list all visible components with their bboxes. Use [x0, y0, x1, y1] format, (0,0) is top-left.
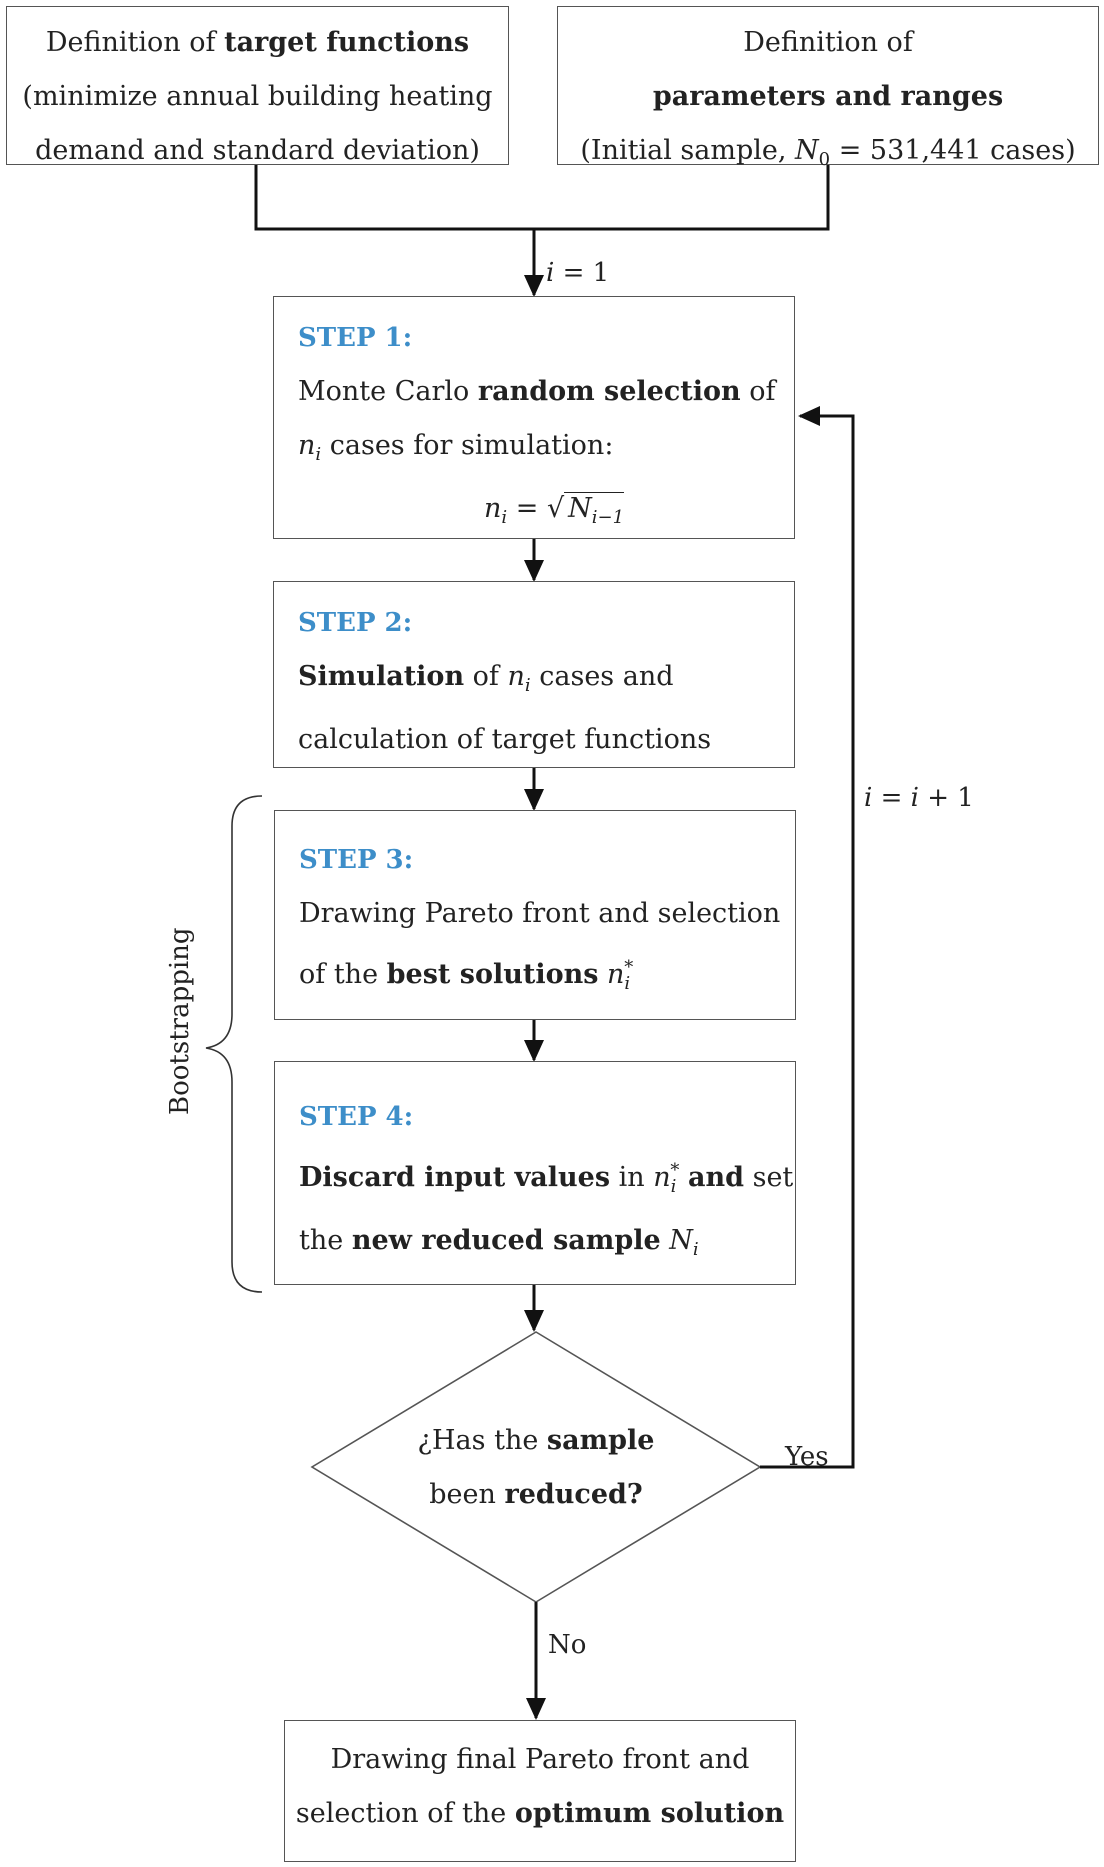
- text-segment: cases for simulation:: [321, 430, 614, 461]
- parameters-line3: (Initial sample, N0 = 531,441 cases): [558, 124, 1098, 187]
- text-segment: selection of the: [295, 1798, 515, 1829]
- step1-title: STEP 1:: [298, 323, 413, 353]
- text-segment: (Initial sample,: [580, 135, 796, 166]
- step1-box: STEP 1: Monte Carlo random selection of …: [273, 296, 795, 539]
- math-eq: = 531,441: [830, 135, 982, 166]
- math-var: n: [507, 661, 525, 692]
- init-label: i = 1: [546, 258, 609, 288]
- step2-title: STEP 2:: [298, 608, 413, 638]
- math-sup: *: [624, 957, 634, 978]
- math-var: n: [298, 430, 316, 461]
- text-bold: Simulation: [298, 661, 465, 692]
- text-bold: new reduced sample: [351, 1225, 661, 1256]
- text-segment: in: [610, 1162, 654, 1193]
- step3-line2: of the best solutions ni*: [299, 941, 795, 1011]
- text-bold: parameters and ranges: [652, 81, 1004, 112]
- math-var: i: [864, 783, 873, 813]
- math-sup: *: [670, 1160, 680, 1181]
- text-bold: target functions: [224, 27, 470, 58]
- step2-line1: Simulation of ni cases and: [298, 650, 794, 713]
- target-functions-box: Definition of target functions (minimize…: [6, 6, 509, 166]
- step4-box: STEP 4: Discard input values in ni* and …: [274, 1061, 796, 1285]
- text-segment: been: [429, 1479, 505, 1510]
- loop-increment-label: i = i + 1: [864, 783, 974, 813]
- math-var: n: [607, 959, 625, 990]
- target-functions-line3: demand and standard deviation): [35, 135, 480, 166]
- bootstrapping-brace: [205, 795, 263, 1293]
- step1-formula: ni = √Ni−1: [484, 492, 625, 528]
- text-segment: the: [299, 1225, 352, 1256]
- text-bold: best solutions: [386, 959, 599, 990]
- math-eq: =: [507, 493, 547, 524]
- text-segment: cases): [981, 135, 1076, 166]
- step3-line1: Drawing Pareto front and selection: [299, 898, 781, 929]
- step2-line2: calculation of target functions: [298, 724, 712, 755]
- text-segment: of: [464, 661, 508, 692]
- sqrt-radicand: Ni−1: [564, 492, 625, 528]
- step4-title: STEP 4:: [299, 1102, 414, 1132]
- math-var: N: [795, 135, 819, 166]
- final-line2: selection of the optimum solution: [285, 1787, 795, 1841]
- step3-title: STEP 3:: [299, 845, 414, 875]
- parameters-line2: parameters and ranges: [558, 70, 1098, 124]
- yes-loop-connector: [760, 406, 855, 1469]
- final-line1: Drawing final Pareto front and: [330, 1744, 750, 1775]
- math-var: N: [568, 493, 592, 524]
- merge-connector: [254, 165, 830, 231]
- step4-line2: the new reduced sample Ni: [299, 1214, 795, 1277]
- math-var: i: [910, 783, 919, 813]
- text-segment: Monte Carlo: [298, 376, 478, 407]
- math-sub: i: [524, 675, 531, 696]
- no-label: No: [548, 1630, 587, 1660]
- text-segment: ¿Has the: [417, 1425, 547, 1456]
- decision-line1: ¿Has the sample: [386, 1414, 686, 1468]
- parameters-line1: Definition of: [743, 27, 913, 58]
- step3-box: STEP 3: Drawing Pareto front and selecti…: [274, 810, 796, 1020]
- math-eq: = 1: [554, 258, 610, 288]
- math-var: i: [546, 258, 555, 288]
- parameters-box: Definition of parameters and ranges (Ini…: [557, 6, 1099, 170]
- text-bold: reduced?: [504, 1479, 643, 1510]
- math-sub: i: [624, 973, 631, 994]
- step4-line1: Discard input values in ni* and set: [299, 1144, 795, 1214]
- text-bold: sample: [546, 1425, 655, 1456]
- math-eq: =: [872, 783, 911, 813]
- step2-box: STEP 2: Simulation of ni cases and calcu…: [273, 581, 795, 768]
- math-eq: + 1: [918, 783, 974, 813]
- text-bold: Discard input values: [299, 1162, 611, 1193]
- math-sub: i−1: [591, 507, 625, 528]
- text-bold: optimum solution: [514, 1798, 785, 1829]
- text-segment: Definition of: [45, 27, 225, 58]
- text-bold: random selection: [477, 376, 741, 407]
- math-sub: i: [315, 444, 322, 465]
- text-bold: and: [687, 1162, 744, 1193]
- text-segment: of: [740, 376, 776, 407]
- math-var: N: [669, 1225, 693, 1256]
- math-var: n: [653, 1162, 671, 1193]
- step1-line2: ni cases for simulation:: [298, 419, 794, 482]
- math-sub: i: [501, 507, 508, 528]
- final-box: Drawing final Pareto front and selection…: [284, 1720, 796, 1862]
- target-functions-line2: (minimize annual building heating: [22, 81, 493, 112]
- decision-text: ¿Has the sample been reduced?: [386, 1414, 686, 1522]
- text-segment: set: [744, 1162, 794, 1193]
- text-segment: cases and: [530, 661, 674, 692]
- math-var: n: [484, 493, 502, 524]
- math-sub: 0: [818, 149, 831, 170]
- math-sub: i: [692, 1239, 699, 1260]
- yes-label: Yes: [785, 1442, 829, 1472]
- text-segment: of the: [299, 959, 387, 990]
- math-sub: i: [670, 1176, 677, 1197]
- step1-line1: Monte Carlo random selection of: [298, 365, 794, 419]
- decision-line2: been reduced?: [386, 1468, 686, 1522]
- bootstrapping-label: Bootstrapping: [165, 927, 195, 1115]
- target-functions-line1: Definition of target functions: [7, 16, 508, 70]
